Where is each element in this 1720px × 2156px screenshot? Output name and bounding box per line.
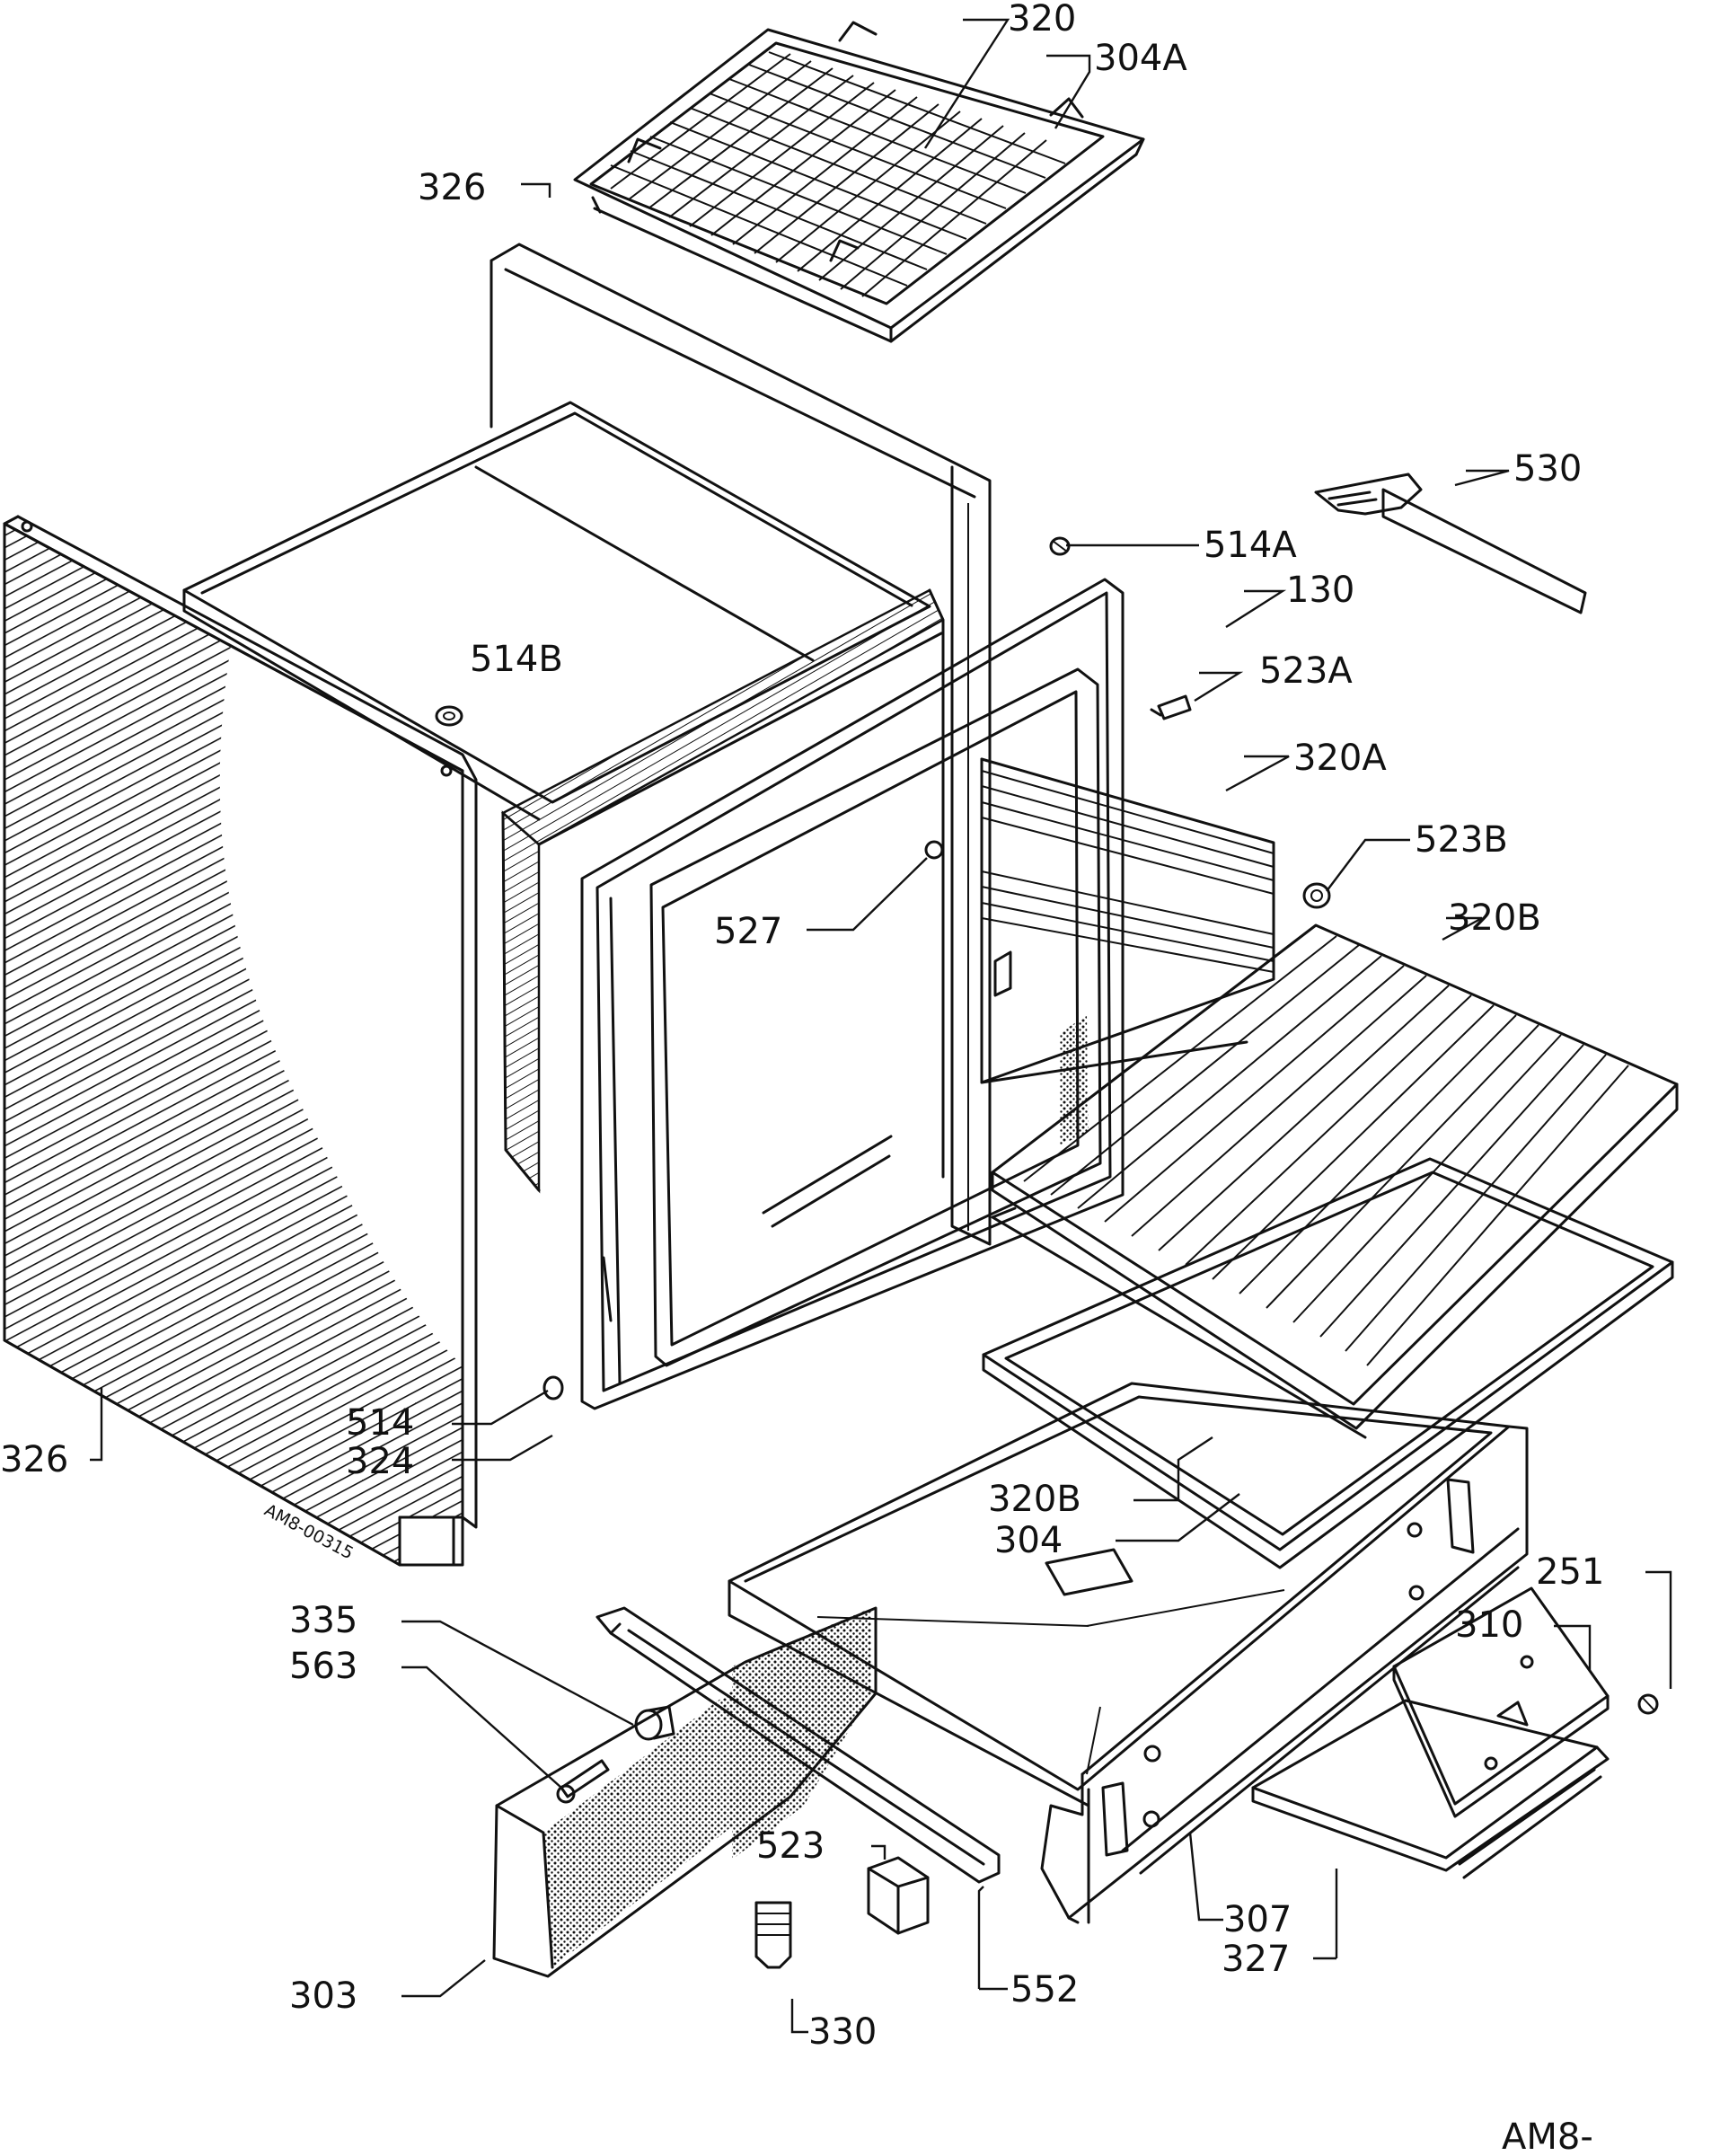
label-310: 310 [1455,1604,1523,1646]
label-320b-bottom: 320B [988,1479,1081,1520]
label-514a: 514A [1204,525,1297,566]
label-320a: 320A [1293,738,1387,779]
wire-rack-320 [589,21,1105,305]
part-labels: 320 304A 326 530 514A 130 514B 523A 320A… [0,0,1604,2156]
label-514b: 514B [470,639,563,680]
leader-lines [90,18,1672,2034]
corner-code: AM8- [1502,2116,1593,2156]
label-130: 130 [1286,570,1354,611]
label-251: 251 [1536,1551,1604,1593]
label-523: 523 [756,1825,825,1867]
label-552: 552 [1010,1969,1079,2010]
back-panel-326 [490,243,992,1246]
plate-327 [1251,1699,1610,1879]
bracket-523 [867,1856,930,1935]
label-523a: 523A [1259,650,1353,692]
label-320b-top: 320B [1448,897,1541,939]
label-304: 304 [994,1520,1063,1561]
plinth-303 [492,1606,878,1978]
bush-523b [1302,882,1331,909]
label-324: 324 [346,1441,414,1482]
label-304a: 304A [1094,38,1187,79]
label-326-top: 326 [418,167,486,208]
screw-251 [1637,1693,1659,1715]
label-326-left: 326 [0,1439,68,1480]
side-panel-326: AM8-00315 [3,515,478,1567]
label-530: 530 [1513,448,1582,490]
door-frame-130 [580,578,1125,1410]
label-303: 303 [289,1975,357,2017]
bottom-drawer-307 [728,1382,1529,1924]
grill-pan-304a [573,28,1145,343]
shelf-runner-320a [980,757,1275,1084]
label-330: 330 [808,2011,877,2053]
baking-tray-304 [982,1157,1674,1569]
label-307: 307 [1223,1899,1292,1940]
oven-inner-box [182,401,945,1194]
label-514: 514 [346,1402,414,1444]
label-527: 527 [714,911,782,952]
shelf-320b-upper [991,923,1679,1439]
knob-335 [634,1705,675,1741]
label-523b: 523B [1415,819,1508,861]
grommet-514 [542,1375,564,1401]
label-327: 327 [1222,1939,1290,1980]
foot-330 [754,1901,792,1969]
label-335: 335 [289,1600,357,1641]
hinge-530 [1314,473,1587,614]
screw-563 [556,1759,610,1804]
label-320: 320 [1008,0,1076,40]
cover-plate-310 [1392,1586,1610,1818]
grommet-514b [435,705,463,727]
label-563: 563 [289,1646,357,1687]
screw-523a [1150,694,1192,720]
